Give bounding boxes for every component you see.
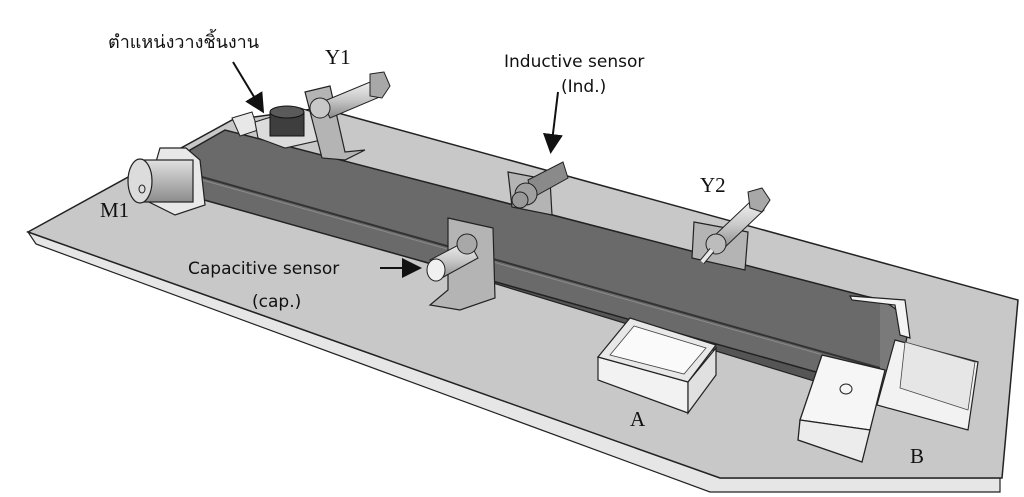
workpiece-position-label: ตำแหน่งวางชิ้นงาน — [108, 29, 259, 53]
y2-nut — [705, 233, 727, 255]
end-bracket-hole — [839, 383, 853, 395]
y1-nut — [309, 97, 331, 119]
m1-label: M1 — [100, 198, 129, 222]
end-bracket-front — [797, 354, 886, 463]
y2-label: Y2 — [700, 173, 726, 197]
motor-shaft-hole — [138, 184, 146, 194]
workpiece-top — [269, 105, 305, 119]
cap-nut — [456, 233, 478, 255]
workpiece-arrow — [232, 61, 265, 114]
capacitive-sensor-label: Capacitive sensor — [188, 259, 339, 279]
belt-center-seam — [194, 174, 881, 369]
bin-a-label: A — [630, 407, 646, 431]
bin-a-side — [687, 346, 717, 415]
y1-end-cap — [369, 71, 391, 99]
inductive-arrow — [542, 91, 563, 154]
end-bracket-foot — [797, 419, 871, 463]
end-bracket-upright — [848, 295, 911, 339]
belt-seam-highlight — [194, 177, 881, 372]
bin-b-label: B — [910, 444, 924, 468]
ind-tip — [511, 191, 529, 209]
capacitive-sensor — [426, 217, 496, 311]
motor-face — [127, 158, 153, 204]
cylinder-y2 — [691, 187, 771, 271]
y1-label: Y1 — [325, 45, 351, 69]
cap-face — [426, 258, 446, 282]
capacitive-sensor-abbr: (cap.) — [252, 292, 301, 312]
y2-rod-fill — [700, 248, 714, 264]
y2-end-cap — [747, 187, 771, 213]
bin-a — [596, 317, 717, 415]
bin-a-inner — [609, 325, 707, 375]
bin-b-inner — [899, 341, 976, 411]
motor-m1 — [127, 147, 206, 216]
bin-b — [848, 295, 979, 431]
inductive-sensor — [507, 161, 569, 216]
inductive-sensor-abbr: (Ind.) — [561, 77, 606, 97]
inductive-sensor-label: Inductive sensor — [504, 52, 644, 72]
cylinder-y1 — [304, 71, 391, 161]
